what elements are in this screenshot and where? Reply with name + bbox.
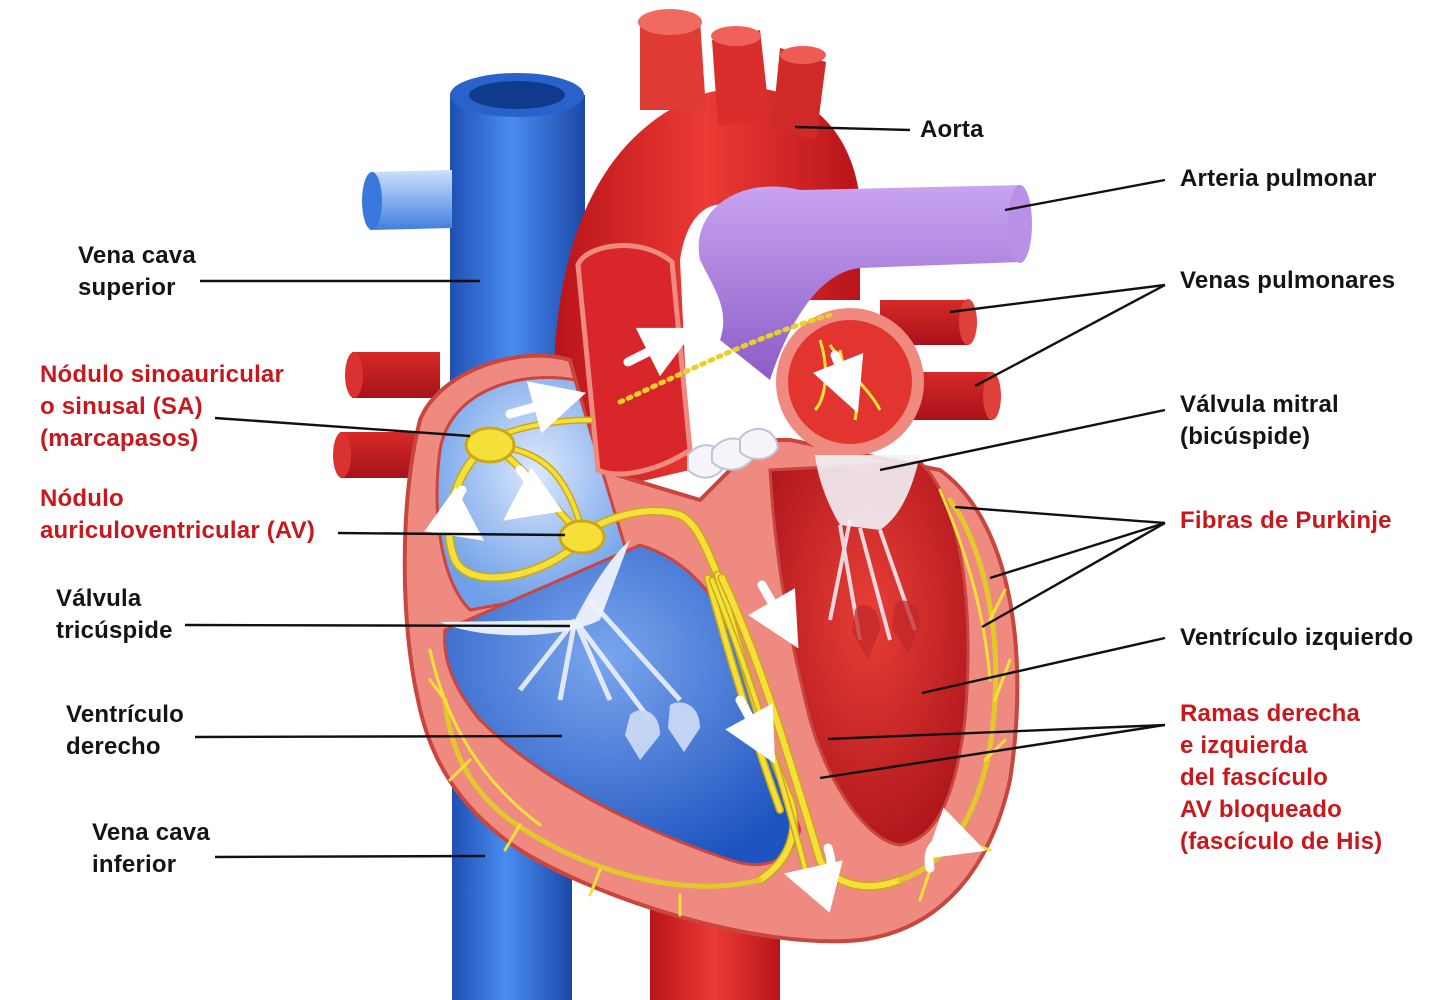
label-line: (fascículo de His) bbox=[1180, 826, 1382, 858]
label-line: (bicúspide) bbox=[1180, 421, 1339, 453]
label-line: Venas pulmonares bbox=[1180, 265, 1395, 297]
label-vena-cava-inferior: Vena cava inferior bbox=[92, 817, 210, 881]
label-bundle-branches: Ramas derecha e izquierda del fascículo … bbox=[1180, 698, 1382, 858]
label-line: Vena cava bbox=[78, 240, 196, 272]
label-line: Arteria pulmonar bbox=[1180, 163, 1377, 195]
label-sa-node: Nódulo sinoauricular o sinusal (SA) (mar… bbox=[40, 359, 284, 455]
label-line: Válvula mitral bbox=[1180, 389, 1339, 421]
label-line: Ramas derecha bbox=[1180, 698, 1382, 730]
label-line: Nódulo sinoauricular bbox=[40, 359, 284, 391]
label-pulmonary-veins: Venas pulmonares bbox=[1180, 265, 1395, 297]
label-purkinje-fibers: Fibras de Purkinje bbox=[1180, 505, 1392, 537]
label-line: e izquierda bbox=[1180, 730, 1382, 762]
label-line: Nódulo bbox=[40, 483, 315, 515]
label-line: Aorta bbox=[920, 114, 984, 146]
label-mitral-valve: Válvula mitral (bicúspide) bbox=[1180, 389, 1339, 453]
label-line: superior bbox=[78, 272, 196, 304]
label-line: derecho bbox=[66, 731, 184, 763]
label-line: o sinusal (SA) bbox=[40, 391, 284, 423]
label-pulmonary-artery: Arteria pulmonar bbox=[1180, 163, 1377, 195]
av-node bbox=[560, 521, 604, 553]
label-line: AV bloqueado bbox=[1180, 794, 1382, 826]
label-vena-cava-superior: Vena cava superior bbox=[78, 240, 196, 304]
label-line: Vena cava bbox=[92, 817, 210, 849]
label-line: Ventrículo izquierdo bbox=[1180, 622, 1413, 654]
label-line: del fascículo bbox=[1180, 762, 1382, 794]
sa-node bbox=[466, 428, 514, 462]
label-tricuspid-valve: Válvula tricúspide bbox=[56, 583, 173, 647]
label-left-ventricle: Ventrículo izquierdo bbox=[1180, 622, 1413, 654]
label-line: Ventrículo bbox=[66, 699, 184, 731]
label-right-ventricle: Ventrículo derecho bbox=[66, 699, 184, 763]
label-line: auriculoventricular (AV) bbox=[40, 515, 315, 547]
label-av-node: Nódulo auriculoventricular (AV) bbox=[40, 483, 315, 547]
label-line: inferior bbox=[92, 849, 210, 881]
label-line: Válvula bbox=[56, 583, 173, 615]
label-line: (marcapasos) bbox=[40, 423, 284, 455]
label-aorta: Aorta bbox=[920, 114, 984, 146]
label-line: Fibras de Purkinje bbox=[1180, 505, 1392, 537]
label-line: tricúspide bbox=[56, 615, 173, 647]
